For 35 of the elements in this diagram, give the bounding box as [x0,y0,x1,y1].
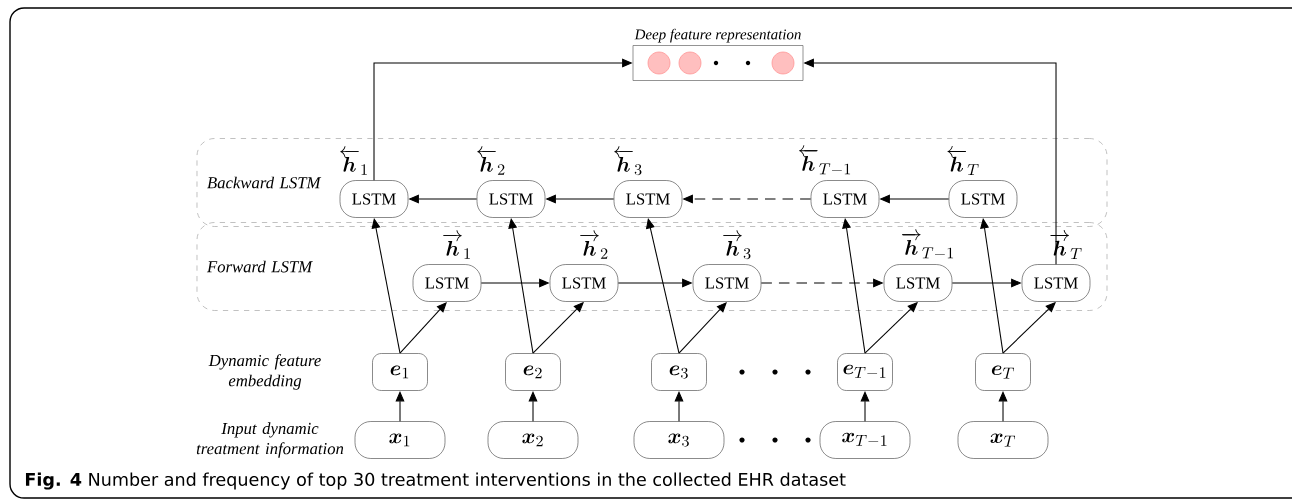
embedding-box: $\boldsymbol{e}_{T}$ [975,353,1031,391]
embedding-box: $\boldsymbol{e}_{T-1}$ [837,353,893,391]
hidden-state-label: $\overrightarrow{\boldsymbol{h}}_{T-1}$ [901,229,954,259]
lstm-cell: LSTM [1021,264,1091,302]
input-box: $\boldsymbol{x}_{3}$ [633,421,725,459]
hidden-state-label: $\overrightarrow{\boldsymbol{h}}_{1}$ [443,230,470,259]
feature-vector-box: Deep feature representation [632,28,804,81]
hidden-state-label: $\overrightarrow{\boldsymbol{h}}_{T}$ [1050,230,1082,259]
row-label: Dynamic feature embedding [208,354,321,390]
embedding-box: $\boldsymbol{e}_{2}$ [505,353,561,391]
hidden-state-label: $\overleftarrow{\boldsymbol{h}}_{1}$ [340,146,367,175]
hidden-state-label: $\overleftarrow{\boldsymbol{h}}_{2}$ [477,146,505,175]
input-box: $\boldsymbol{x}_{T}$ [957,421,1049,459]
embedding-box: $\boldsymbol{e}_{1}$ [372,353,428,391]
hidden-state-label: $\overrightarrow{\boldsymbol{h}}_{3}$ [723,230,751,260]
node-label: Deep feature representation [634,28,801,43]
input-box: $\boldsymbol{x}_{T-1}$ [819,421,911,459]
input-box: $\boldsymbol{x}_{2}$ [487,421,579,459]
lstm-cell: LSTM [692,264,762,302]
hidden-state-label: $\overleftarrow{\boldsymbol{h}}_{3}$ [614,146,642,176]
lstm-cell: LSTM [883,264,953,302]
row-label: Input dynamic treatment information [196,422,344,458]
lstm-cell: LSTM [476,180,546,218]
figure-caption: Fig. 4 Number and frequency of top 30 treatment interventions in the collected EHR dataset [26,472,846,490]
embedding-box: $\boldsymbol{e}_{3}$ [651,353,707,391]
hidden-state-label: $\overrightarrow{\boldsymbol{h}}_{2}$ [580,230,608,259]
hidden-state-label: $\overleftarrow{\boldsymbol{h}}_{T}$ [947,146,979,175]
input-box: $\boldsymbol{x}_{1}$ [354,421,446,459]
lstm-cell: LSTM [339,180,409,218]
lstm-cell: LSTM [549,264,619,302]
lstm-cell: LSTM [613,180,683,218]
lstm-cell: LSTM [810,180,880,218]
lstm-cell: LSTM [412,264,482,302]
hidden-state-label: $\overleftarrow{\boldsymbol{h}}_{T-1}$ [798,145,851,175]
lstm-cell: LSTM [948,180,1018,218]
